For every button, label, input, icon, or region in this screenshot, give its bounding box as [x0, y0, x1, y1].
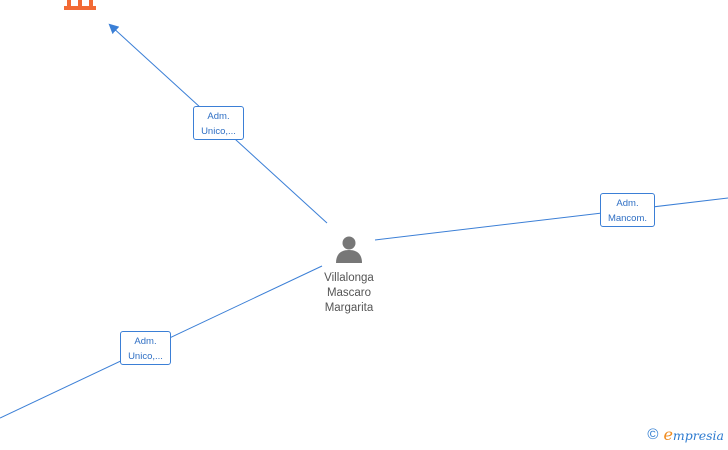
person-icon — [336, 236, 362, 263]
role-label-line1: Adm. — [616, 198, 639, 209]
building-icon[interactable] — [62, 0, 98, 17]
person-node[interactable]: Villalonga Mascaro Margarita — [304, 234, 394, 316]
role-label-top-left[interactable]: Adm. Unico,... — [193, 106, 244, 140]
role-label-line2: Unico,... — [201, 126, 236, 137]
copyright-icon: © — [647, 426, 659, 443]
brand-footer: © empresia — [647, 425, 724, 444]
edge-to-right — [374, 197, 728, 241]
role-label-line1: Adm. — [207, 111, 230, 122]
person-name: Villalonga Mascaro Margarita — [324, 272, 374, 314]
role-label-line1: Adm. — [134, 336, 157, 347]
role-label-line2: Mancom. — [607, 213, 648, 224]
role-label-line2: Unico,... — [128, 351, 163, 362]
brand-logo: empresia — [663, 425, 724, 444]
role-label-bottom-left[interactable]: Adm. Unico,... — [120, 331, 171, 365]
role-label-right[interactable]: Adm. Mancom. — [600, 193, 655, 227]
